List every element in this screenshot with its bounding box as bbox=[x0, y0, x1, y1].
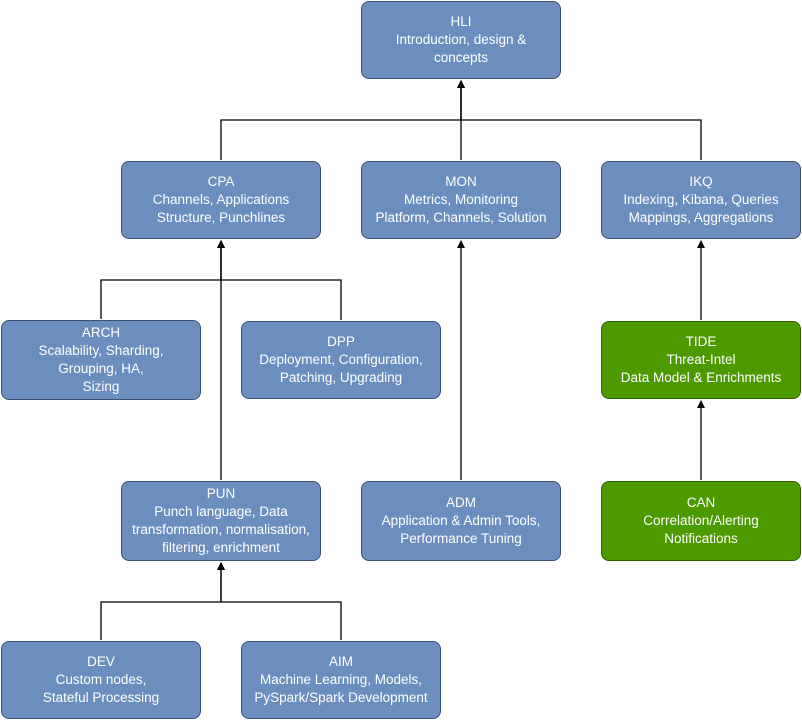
node-cpa-line-2: Structure, Punchlines bbox=[156, 210, 286, 225]
node-hli[interactable]: HLI Introduction, design & concepts bbox=[361, 1, 561, 79]
node-mon-line-2: Platform, Channels, Solution bbox=[375, 210, 547, 225]
node-dpp-title: DPP bbox=[327, 334, 355, 349]
connector-dpp-cpa bbox=[217, 240, 342, 320]
node-tide-line-1: Threat-Intel bbox=[666, 352, 736, 367]
node-dev[interactable]: DEV Custom nodes, Stateful Processing bbox=[1, 641, 201, 719]
node-hli-line-1: Introduction, design & bbox=[395, 32, 527, 47]
node-dpp-line-2: Patching, Upgrading bbox=[279, 370, 403, 385]
node-can-title: CAN bbox=[686, 495, 716, 510]
node-can-line-1: Correlation/Alerting bbox=[643, 513, 759, 528]
node-arch[interactable]: ARCH Scalability, Sharding, Grouping, HA… bbox=[1, 320, 201, 400]
node-cpa-line-1: Channels, Applications bbox=[152, 192, 290, 207]
connector-dev-pun bbox=[100, 562, 225, 640]
connector-ikq-hli bbox=[457, 80, 702, 160]
node-adm[interactable]: ADM Application & Admin Tools, Performan… bbox=[361, 481, 561, 561]
node-arch-line-1: Scalability, Sharding, bbox=[38, 343, 164, 358]
node-pun-line-3: filtering, enrichment bbox=[162, 540, 280, 555]
node-hli-line-2: concepts bbox=[433, 50, 489, 65]
node-can-line-2: Notifications bbox=[664, 531, 738, 546]
connector-cpa-hli bbox=[220, 80, 465, 160]
connector-arch-cpa bbox=[100, 240, 225, 319]
node-arch-title: ARCH bbox=[81, 325, 121, 340]
node-pun-line-1: Punch language, Data bbox=[154, 504, 288, 519]
node-tide-title: TIDE bbox=[685, 334, 717, 349]
node-ikq-title: IKQ bbox=[689, 174, 713, 189]
node-pun-title: PUN bbox=[206, 486, 236, 501]
node-aim-title: AIM bbox=[328, 654, 353, 669]
node-dev-line-2: Stateful Processing bbox=[42, 690, 160, 705]
node-mon-title: MON bbox=[445, 174, 477, 189]
node-ikq[interactable]: IKQ Indexing, Kibana, Queries Mappings, … bbox=[601, 161, 801, 239]
node-adm-line-1: Application & Admin Tools, bbox=[381, 513, 541, 528]
node-mon-line-1: Metrics, Monitoring bbox=[403, 192, 519, 207]
node-tide-line-2: Data Model & Enrichments bbox=[620, 370, 782, 385]
node-aim[interactable]: AIM Machine Learning, Models, PySpark/Sp… bbox=[241, 641, 441, 719]
node-can[interactable]: CAN Correlation/Alerting Notifications bbox=[601, 481, 801, 561]
connector-aim-pun bbox=[217, 562, 342, 640]
node-arch-line-3: Sizing bbox=[82, 379, 120, 394]
node-dpp-line-1: Deployment, Configuration, bbox=[259, 352, 423, 367]
node-hli-title: HLI bbox=[450, 14, 472, 29]
node-ikq-line-1: Indexing, Kibana, Queries bbox=[623, 192, 779, 207]
node-aim-line-2: PySpark/Spark Development bbox=[254, 690, 428, 705]
node-tide[interactable]: TIDE Threat-Intel Data Model & Enrichmen… bbox=[601, 321, 801, 399]
node-ikq-line-2: Mappings, Aggregations bbox=[628, 210, 774, 225]
node-adm-title: ADM bbox=[446, 495, 476, 510]
node-dev-line-1: Custom nodes, bbox=[55, 672, 147, 687]
node-arch-line-2: Grouping, HA, bbox=[58, 361, 144, 376]
node-mon[interactable]: MON Metrics, Monitoring Platform, Channe… bbox=[361, 161, 561, 239]
node-aim-line-1: Machine Learning, Models, bbox=[259, 672, 423, 687]
node-adm-line-2: Performance Tuning bbox=[400, 531, 522, 546]
node-dev-title: DEV bbox=[87, 654, 115, 669]
node-pun[interactable]: PUN Punch language, Data transformation,… bbox=[121, 481, 321, 561]
node-dpp[interactable]: DPP Deployment, Configuration, Patching,… bbox=[241, 321, 441, 399]
node-pun-line-2: transformation, normalisation, bbox=[132, 522, 310, 537]
node-cpa-title: CPA bbox=[207, 174, 235, 189]
node-cpa[interactable]: CPA Channels, Applications Structure, Pu… bbox=[121, 161, 321, 239]
